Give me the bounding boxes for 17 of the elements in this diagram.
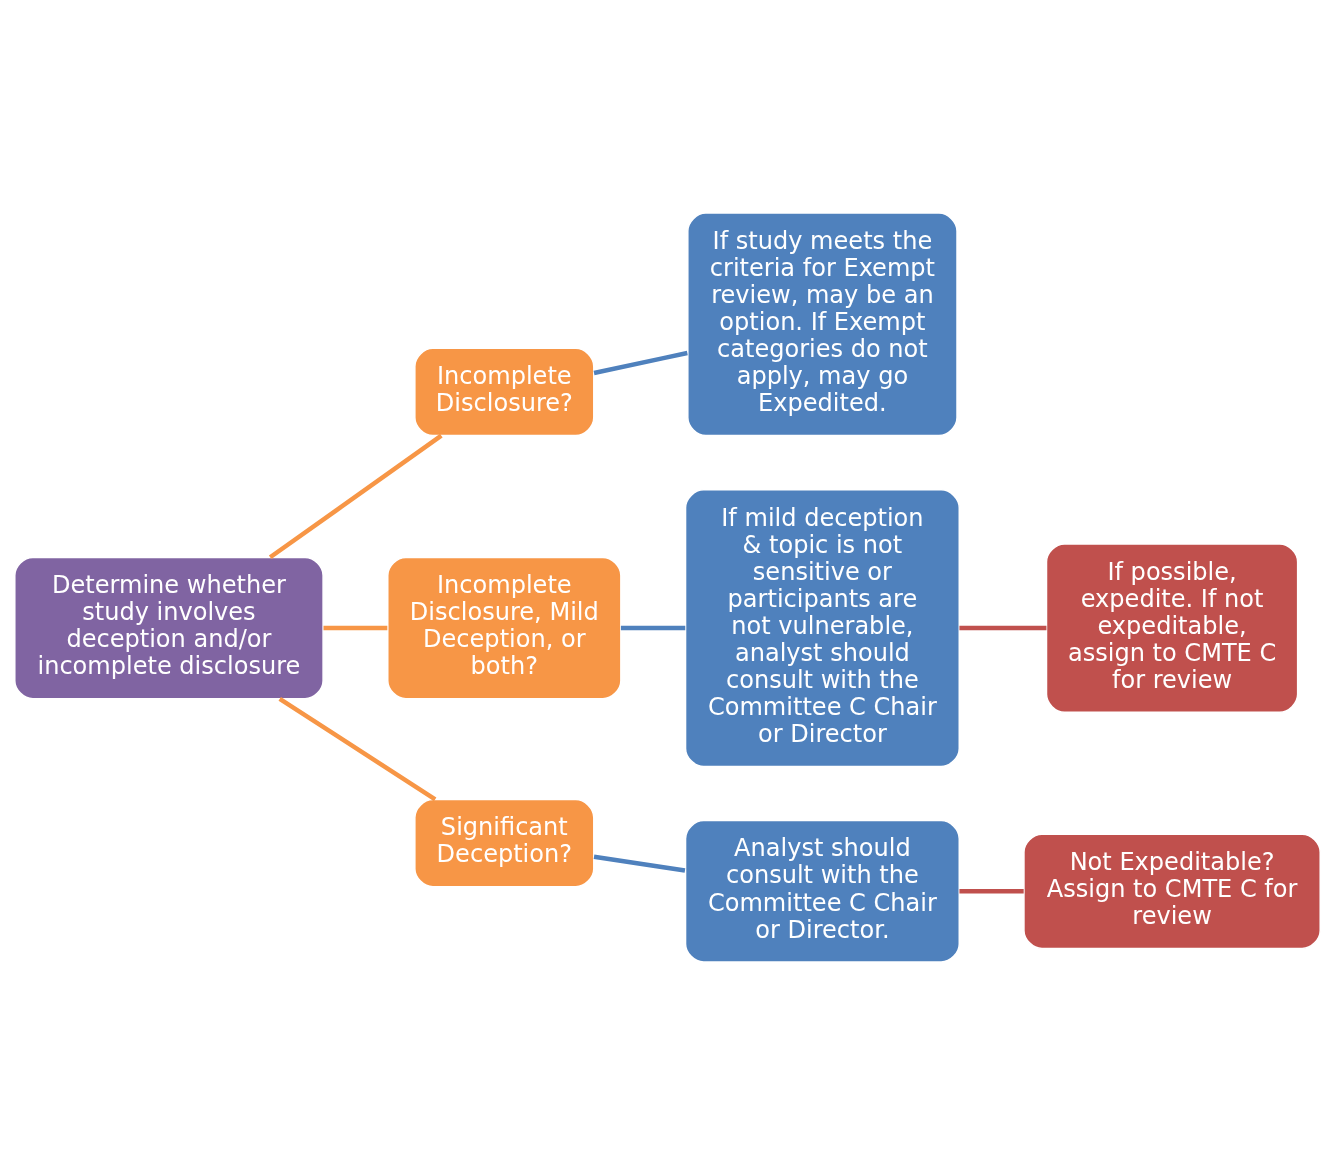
connector (323, 625, 388, 630)
connector (268, 433, 443, 559)
connector (278, 696, 437, 801)
connector (593, 350, 688, 375)
connector (593, 853, 686, 873)
node-box: If mild deception & topic is not sensitive or participants are not vulnerable, analyst should consult with the Committee C Chair or Director (684, 488, 960, 767)
node-box: Analyst should consult with the Committee C Chair or Director. (684, 819, 960, 963)
node-box: Incomplete Disclosure, Mild Deception, or both? (387, 556, 622, 700)
connector (620, 625, 686, 630)
connector (959, 625, 1047, 630)
connector (959, 888, 1024, 894)
node-box: Significant Deception? (414, 798, 595, 888)
node-box: If possible, expedite. If not expeditable, assign to CMTE C for review (1045, 542, 1299, 713)
node-box: Not Expeditable? Assign to CMTE C for review (1023, 832, 1321, 949)
node-box: If study meets the criteria for Exempt review, may be an option. If Exempt categories do not apply, may go Expedited. (687, 211, 958, 436)
node-box: Determine whether study involves deception and/or incomplete disclosure (14, 556, 324, 700)
node-box: Incomplete Disclosure? (414, 347, 595, 436)
